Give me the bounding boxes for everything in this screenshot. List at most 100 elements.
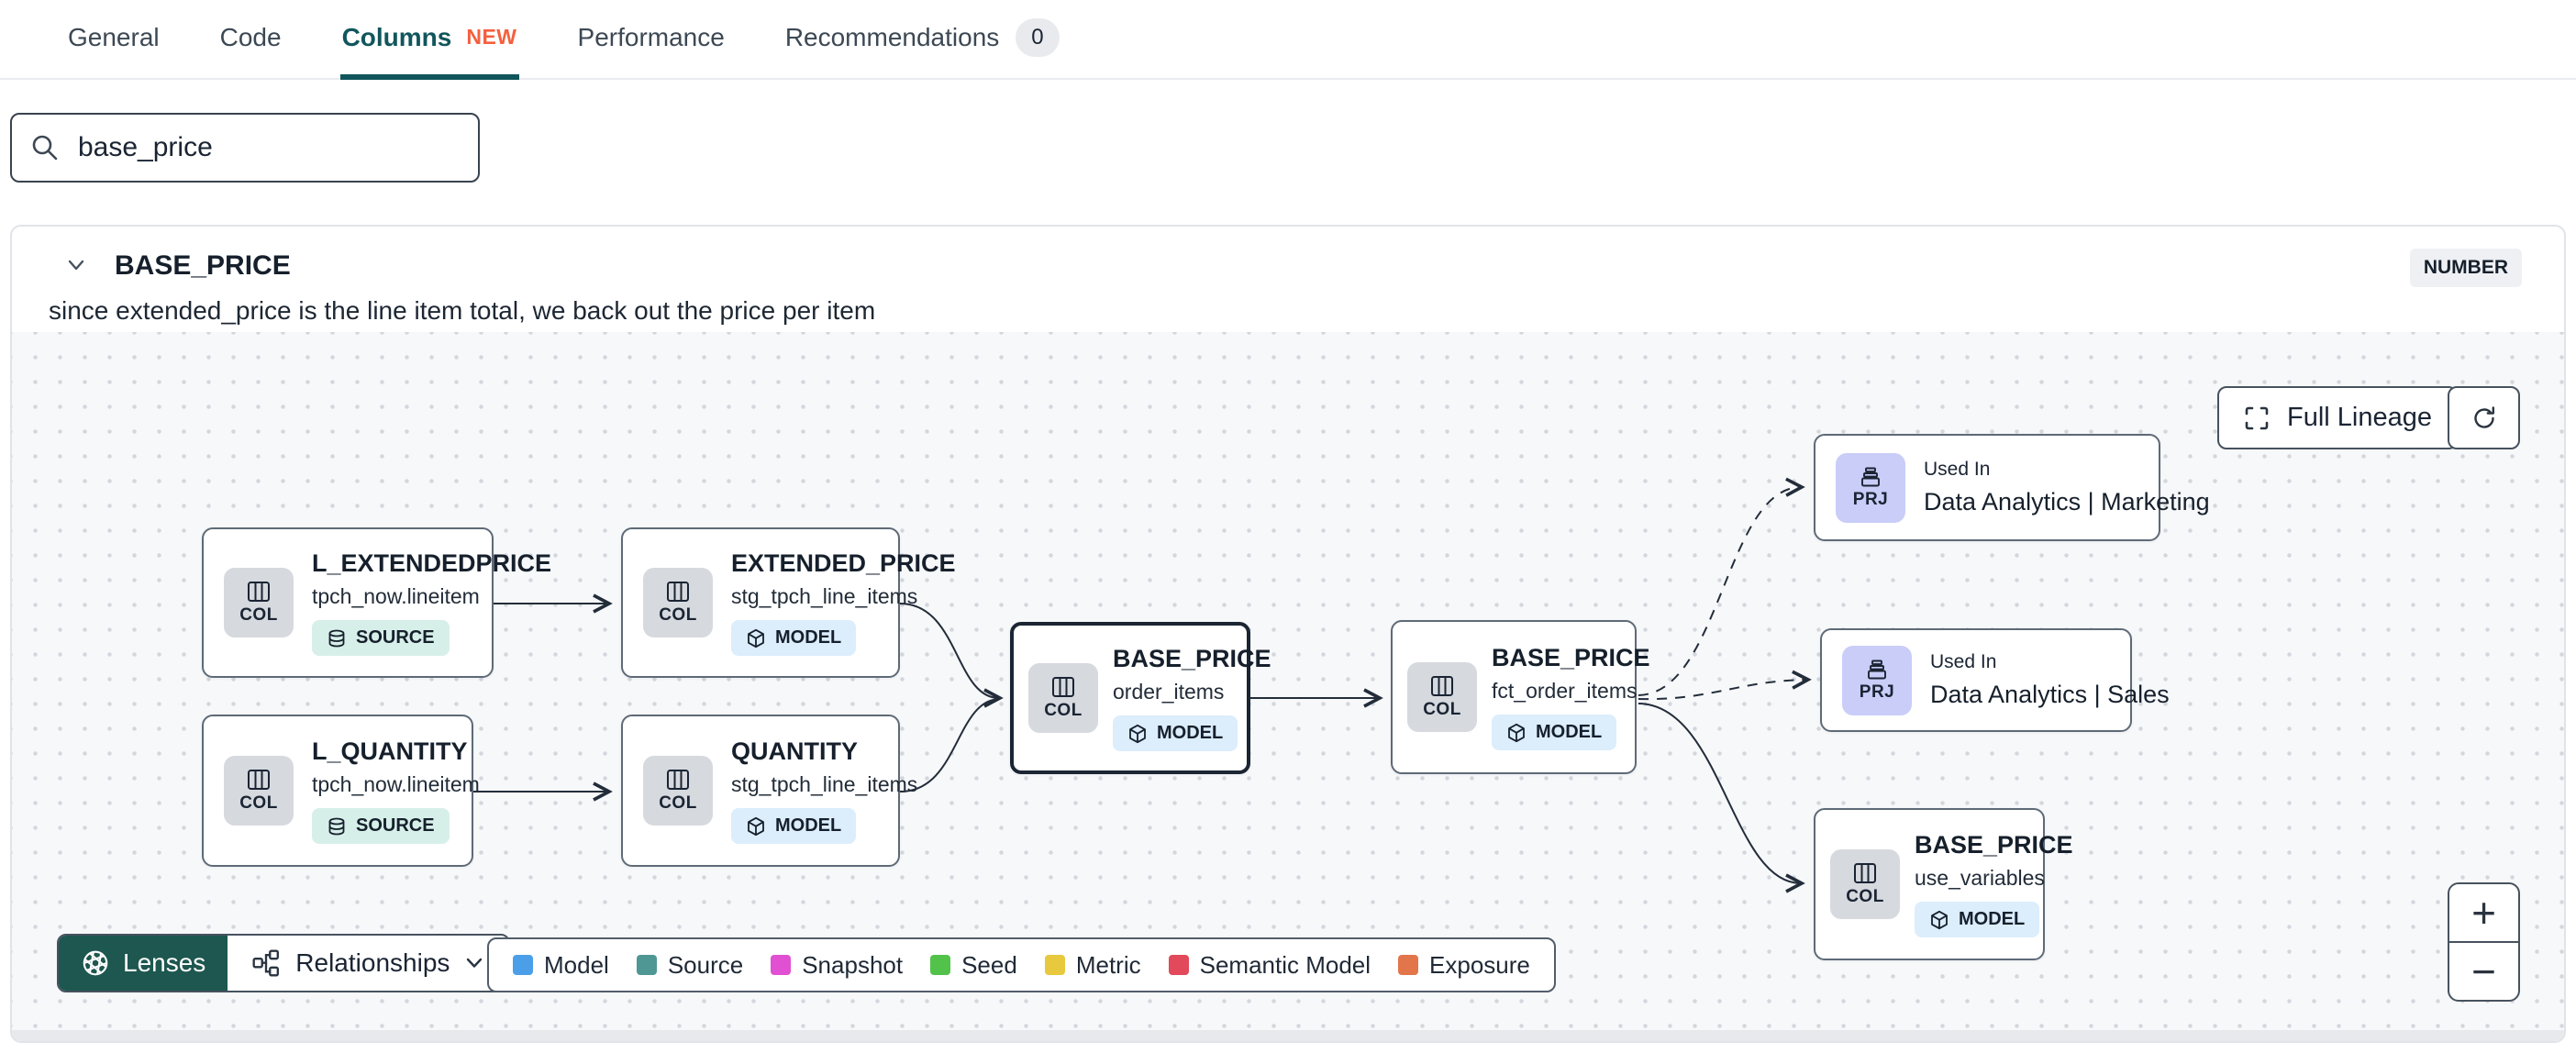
col-chip-label: COL: [239, 793, 278, 813]
tab-bar: General Code Columns NEW Performance Rec…: [0, 0, 2576, 80]
legend-label: Metric: [1075, 950, 1141, 979]
column-chip: COL: [1407, 662, 1477, 732]
col-chip-label: COL: [1044, 701, 1083, 720]
node-type-legend: Model Source Snapshot Seed Metric Semant…: [487, 937, 1556, 992]
node-type-badge: SOURCE: [312, 808, 450, 844]
tab-label: Columns: [341, 22, 452, 51]
node-title: BASE_PRICE: [1915, 831, 2073, 859]
lineage-node-used-in-sales[interactable]: PRJ Used In Data Analytics | Sales: [1820, 628, 2170, 732]
cube-icon: [1508, 723, 1525, 742]
column-chip: COL: [224, 756, 294, 826]
search-input[interactable]: [76, 131, 460, 164]
tab-label: General: [68, 22, 160, 51]
node-badge-label: SOURCE: [356, 627, 435, 648]
legend-item-semantic-model: Semantic Model: [1168, 950, 1371, 980]
new-badge: NEW: [466, 25, 517, 49]
node-subtitle: tpch_now.lineitem: [312, 772, 480, 796]
legend-item-source: Source: [636, 951, 743, 980]
lineage-node-base-price-use-variables[interactable]: COL BASE_PRICE use_variables MODEL: [1814, 808, 2073, 960]
relationships-dropdown[interactable]: Relationships: [228, 936, 508, 991]
relationships-icon: [251, 948, 281, 978]
lenses-button[interactable]: Lenses: [59, 936, 228, 991]
node-badge-label: MODEL: [1536, 722, 1603, 742]
tab-performance[interactable]: Performance: [576, 0, 727, 80]
node-title: QUANTITY: [731, 737, 858, 765]
lineage-node-l-quantity[interactable]: COL L_QUANTITY tpch_now.lineitem SOURCE: [202, 715, 480, 867]
column-chip: COL: [643, 756, 713, 826]
col-chip-label: COL: [1423, 700, 1461, 719]
node-badge-label: MODEL: [775, 627, 842, 648]
lenses-label: Lenses: [123, 948, 206, 977]
lineage-node-base-price-fct-order-items[interactable]: COL BASE_PRICE fct_order_items MODEL: [1391, 620, 1650, 774]
lineage-canvas[interactable]: COL L_EXTENDEDPRICE tpch_now.lineitem SO…: [12, 332, 2564, 1030]
node-subtitle: stg_tpch_line_items: [731, 584, 918, 608]
refresh-button[interactable]: [2448, 386, 2520, 449]
col-chip-label: COL: [659, 605, 697, 625]
prj-chip-label: PRJ: [1852, 489, 1889, 509]
node-type-badge: SOURCE: [312, 620, 450, 656]
column-description: since extended_price is the line item to…: [49, 296, 876, 325]
horizontal-scrollbar[interactable]: [12, 1030, 2564, 1041]
prj-chip-label: PRJ: [1859, 682, 1895, 702]
legend-label: Snapshot: [802, 950, 904, 979]
database-icon: [328, 629, 345, 647]
node-title: Data Analytics | Marketing: [1924, 488, 2210, 515]
column-type-badge: NUMBER: [2409, 249, 2522, 287]
column-card: BASE_PRICE NUMBER since extended_price i…: [10, 225, 2566, 1043]
tab-columns[interactable]: Columns NEW: [339, 0, 519, 80]
legend-label: Seed: [961, 950, 1017, 979]
lineage-node-base-price-order-items[interactable]: COL BASE_PRICE order_items MODEL: [1010, 622, 1271, 774]
aperture-icon: [81, 948, 110, 978]
lineage-edges: [473, 477, 1812, 893]
database-icon: [328, 817, 345, 835]
lineage-node-used-in-marketing[interactable]: PRJ Used In Data Analytics | Marketing: [1814, 434, 2210, 541]
legend-swatch: [1168, 955, 1189, 975]
relationships-label: Relationships: [295, 948, 450, 977]
full-lineage-label: Full Lineage: [2287, 403, 2432, 432]
node-subtitle: fct_order_items: [1492, 679, 1638, 703]
legend-item-model: Model: [513, 951, 609, 980]
lineage-node-quantity[interactable]: COL QUANTITY stg_tpch_line_items MODEL: [621, 715, 917, 867]
cube-icon: [1931, 910, 1948, 929]
project-chip: PRJ: [1842, 645, 1912, 715]
lineage-node-extended-price[interactable]: COL EXTENDED_PRICE stg_tpch_line_items M…: [621, 527, 956, 678]
node-badge-label: MODEL: [1157, 723, 1224, 743]
column-search[interactable]: [10, 113, 480, 183]
column-chip: COL: [643, 568, 713, 637]
legend-swatch: [930, 955, 951, 975]
node-title: BASE_PRICE: [1113, 645, 1271, 672]
node-type-badge: MODEL: [1113, 715, 1238, 751]
zoom-out-button[interactable]: −: [2449, 941, 2518, 1000]
legend-item-snapshot: Snapshot: [771, 951, 903, 980]
chevron-down-icon[interactable]: [65, 259, 87, 273]
zoom-control: + −: [2448, 882, 2520, 1002]
legend-label: Model: [544, 950, 609, 979]
recommendations-count-badge: 0: [1016, 17, 1060, 57]
tab-label: Performance: [577, 22, 725, 51]
node-type-badge: MODEL: [731, 808, 857, 844]
legend-item-exposure: Exposure: [1398, 951, 1530, 980]
legend-swatch: [771, 955, 792, 975]
legend-swatch: [1044, 955, 1065, 975]
legend-item-seed: Seed: [930, 951, 1017, 980]
legend-label: Exposure: [1429, 950, 1530, 979]
col-chip-label: COL: [1846, 887, 1884, 906]
project-icon: [1861, 467, 1880, 486]
column-chip: COL: [1028, 663, 1098, 733]
project-icon: [1868, 660, 1886, 679]
node-badge-label: MODEL: [1959, 909, 2026, 929]
column-chip: COL: [224, 568, 294, 637]
tab-code[interactable]: Code: [218, 0, 283, 80]
lineage-node-l-extendedprice[interactable]: COL L_EXTENDEDPRICE tpch_now.lineitem SO…: [202, 527, 551, 678]
col-chip-label: COL: [659, 793, 697, 813]
full-lineage-button[interactable]: Full Lineage: [2217, 386, 2458, 449]
column-name: BASE_PRICE: [115, 250, 291, 281]
tab-general[interactable]: General: [66, 0, 161, 80]
node-title: Data Analytics | Sales: [1930, 681, 2170, 708]
chevron-down-icon: [464, 957, 484, 970]
tab-recommendations[interactable]: Recommendations 0: [783, 0, 1061, 80]
zoom-in-button[interactable]: +: [2471, 889, 2496, 937]
cube-icon: [1129, 724, 1146, 743]
node-type-badge: MODEL: [731, 620, 857, 656]
legend-label: Semantic Model: [1199, 950, 1371, 979]
